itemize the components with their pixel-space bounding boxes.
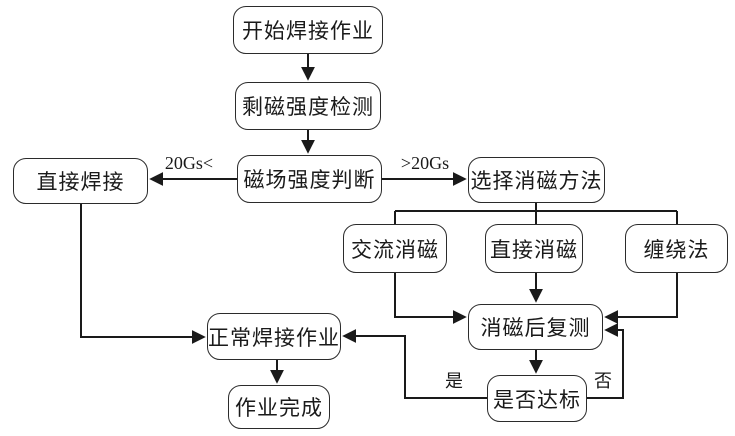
node-ac-demagnetization: 交流消磁	[343, 224, 447, 273]
node-direct-demagnetization: 直接消磁	[485, 224, 583, 273]
edge-label-yes: 是	[445, 371, 463, 391]
node-direct-welding: 直接焊接	[13, 158, 148, 204]
edge-label-less-than-20gs: 20Gs<	[164, 153, 214, 173]
node-residual-magnetism-detection: 剩磁强度检测	[235, 82, 381, 130]
edge-ac-demag-to-retest	[394, 273, 467, 324]
node-winding-method: 缠绕法	[625, 224, 728, 273]
node-normal-welding: 正常焊接作业	[207, 313, 341, 360]
node-retest-after-demag: 消磁后复测	[468, 304, 603, 350]
edge-label-greater-than-20gs: >20Gs	[400, 153, 450, 173]
node-operation-complete: 作业完成	[228, 385, 330, 429]
node-standard-check: 是否达标	[487, 375, 587, 422]
edge-winding-to-retest	[604, 273, 678, 324]
edge-check-no-to-retest	[587, 323, 624, 399]
node-field-strength-judgment: 磁场强度判断	[237, 155, 382, 203]
edge-label-no: 否	[594, 371, 612, 391]
edge-select-method-branch	[394, 203, 678, 224]
node-select-demag-method: 选择消磁方法	[468, 157, 605, 203]
edge-check-yes-to-normal-weld	[342, 329, 487, 399]
edge-direct-weld-to-normal-weld	[80, 204, 206, 344]
node-start-welding: 开始焊接作业	[233, 6, 383, 54]
